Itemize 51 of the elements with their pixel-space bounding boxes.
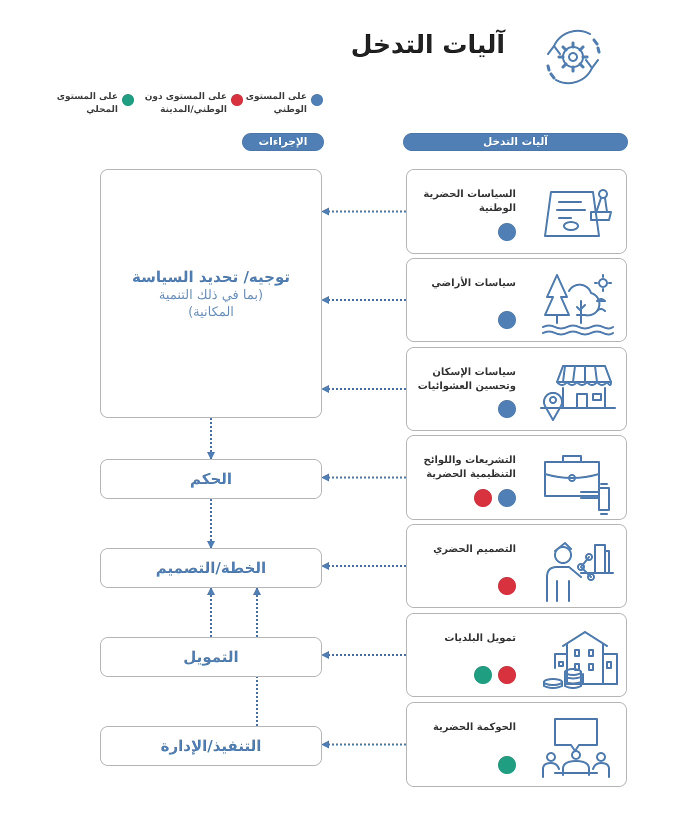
level-dot [498, 311, 516, 329]
level-dot [474, 666, 492, 684]
action-box [100, 726, 322, 766]
legend-label: على المستوى الوطني [244, 91, 307, 117]
level-dot [498, 756, 516, 774]
dotted-arrow [253, 587, 261, 637]
dotted-arrow [321, 474, 406, 482]
card-title: السياسات الحضرية الوطنية [422, 188, 516, 216]
header-pill: الإجراءات [242, 133, 324, 151]
mechanism-card [406, 435, 627, 520]
card-title: الحوكمة الحضرية [432, 721, 516, 735]
action-box [100, 459, 322, 499]
level-dot [498, 223, 516, 241]
dotted-arrow [321, 385, 406, 393]
action-box [100, 548, 322, 588]
mechanism-card [406, 702, 627, 787]
dotted-arrow [207, 499, 215, 549]
box-note: (بما في ذلك التنمية المكانية) [158, 286, 264, 320]
card-title: التشريعات واللوائح التنظيمية الحضرية [422, 454, 516, 482]
legend-label: على المستوى المحلي [56, 91, 118, 117]
dotted-arrow [207, 587, 215, 637]
dotted-arrow [321, 296, 406, 304]
dotted-arrow [321, 208, 406, 216]
level-dot [498, 489, 516, 507]
card-title: سياسات الأراضي [430, 277, 516, 291]
mechanism-card [406, 258, 627, 342]
mechanism-card [406, 169, 627, 254]
legend-label: على المستوى دون الوطني/المدينة [144, 91, 227, 117]
title: آليات التدخل [350, 30, 505, 59]
card-title: التصميم الحضري [432, 543, 516, 557]
header-pill: آليات التدخل [403, 133, 628, 151]
level-dot [474, 489, 492, 507]
dotted-arrow [321, 740, 406, 748]
level-dot [498, 400, 516, 418]
box-heading: توجيه/ تحديد السياسة [130, 266, 292, 286]
box-heading: الخطة/التصميم [154, 558, 268, 578]
dotted-arrow [321, 562, 406, 570]
level-dot [498, 666, 516, 684]
mechanism-card [406, 347, 627, 431]
dotted-arrow [321, 651, 406, 659]
level-dot [498, 577, 516, 595]
action-box [100, 169, 322, 418]
card-title: تمويل البلديات [443, 632, 516, 646]
mechanism-card [406, 613, 627, 697]
box-heading: التمويل [182, 647, 240, 667]
box-heading: التنفيذ/الإدارة [160, 736, 262, 756]
box-heading: الحكم [188, 469, 234, 489]
action-box [100, 637, 322, 677]
dotted-arrow [207, 418, 215, 460]
card-title: سياسات الإسكان وتحسين العشوائيات [416, 366, 516, 394]
mechanism-card [406, 524, 627, 608]
